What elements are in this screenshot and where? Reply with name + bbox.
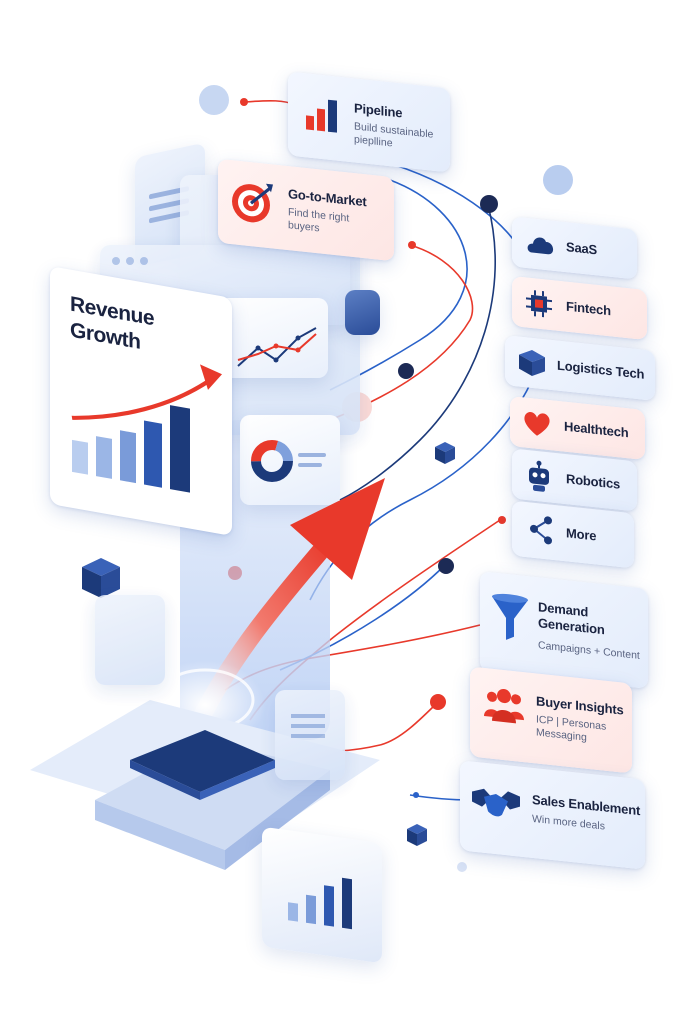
target-icon <box>230 178 274 227</box>
cube-icon <box>407 824 427 846</box>
gtm-title: Go-to-Market <box>288 186 367 210</box>
bar-chart-icon <box>302 93 342 137</box>
industry-card-logistics: Logistics Tech <box>505 335 655 401</box>
pipeline-subtitle-line2: pieplline <box>354 133 393 150</box>
small-bar-chart-panel <box>262 826 382 964</box>
line-chart-icon <box>237 327 317 367</box>
chip-icon <box>524 287 554 320</box>
bar-chart-icon <box>288 877 352 930</box>
side-panel-right <box>275 690 345 780</box>
handshake-icon <box>470 783 522 824</box>
industry-label: More <box>566 525 597 544</box>
people-icon <box>482 686 526 727</box>
tower-side-block <box>345 290 380 335</box>
cube-icon <box>82 558 120 598</box>
industry-card-healthtech: Healthtech <box>510 395 645 461</box>
gtm-subtitle-line2: buyers <box>288 219 320 235</box>
side-panel-left <box>95 595 165 685</box>
pipeline-card: Pipeline Build sustainable pieplline <box>288 71 450 173</box>
industry-card-robotics: Robotics <box>512 448 637 512</box>
sales-subtitle: Win more deals <box>532 812 605 833</box>
industry-card-saas: SaaS <box>512 216 637 280</box>
demand-generation-card: Demand Generation Campaigns + Content <box>480 571 648 689</box>
demand-subtitle: Campaigns + Content <box>538 639 640 662</box>
decorative-circle <box>199 85 229 115</box>
line-gtm <box>329 244 474 421</box>
industry-label: Logistics Tech <box>557 357 645 382</box>
line-chart-panel <box>218 298 328 378</box>
funnel-icon <box>490 590 530 644</box>
industry-label: SaaS <box>566 239 598 258</box>
donut-chart-icon <box>251 440 326 482</box>
growth-bar-chart <box>71 364 222 493</box>
industry-label: Robotics <box>566 471 621 492</box>
robot-icon <box>524 459 554 494</box>
industry-card-more: More <box>512 500 634 569</box>
cloud-icon <box>524 228 558 262</box>
revenue-growth-card: Revenue Growth <box>50 265 232 537</box>
pipeline-title: Pipeline <box>354 100 403 121</box>
industry-card-fintech: Fintech <box>512 275 647 341</box>
network-icon <box>526 512 556 547</box>
arrow-up-icon <box>200 364 222 390</box>
industry-label: Fintech <box>566 298 611 319</box>
cube-icon <box>435 442 455 464</box>
heart-icon <box>522 407 552 440</box>
buyer-insights-card: Buyer Insights ICP | Personas Messaging <box>470 666 632 774</box>
go-to-market-card: Go-to-Market Find the right buyers <box>218 158 394 262</box>
box-icon <box>517 346 547 379</box>
sales-enablement-card: Sales Enablement Win more deals <box>460 760 645 870</box>
decorative-circle <box>457 862 467 872</box>
industry-label: Healthtech <box>564 418 629 441</box>
decorative-circle <box>543 165 573 195</box>
demand-title-line2: Generation <box>538 615 605 638</box>
